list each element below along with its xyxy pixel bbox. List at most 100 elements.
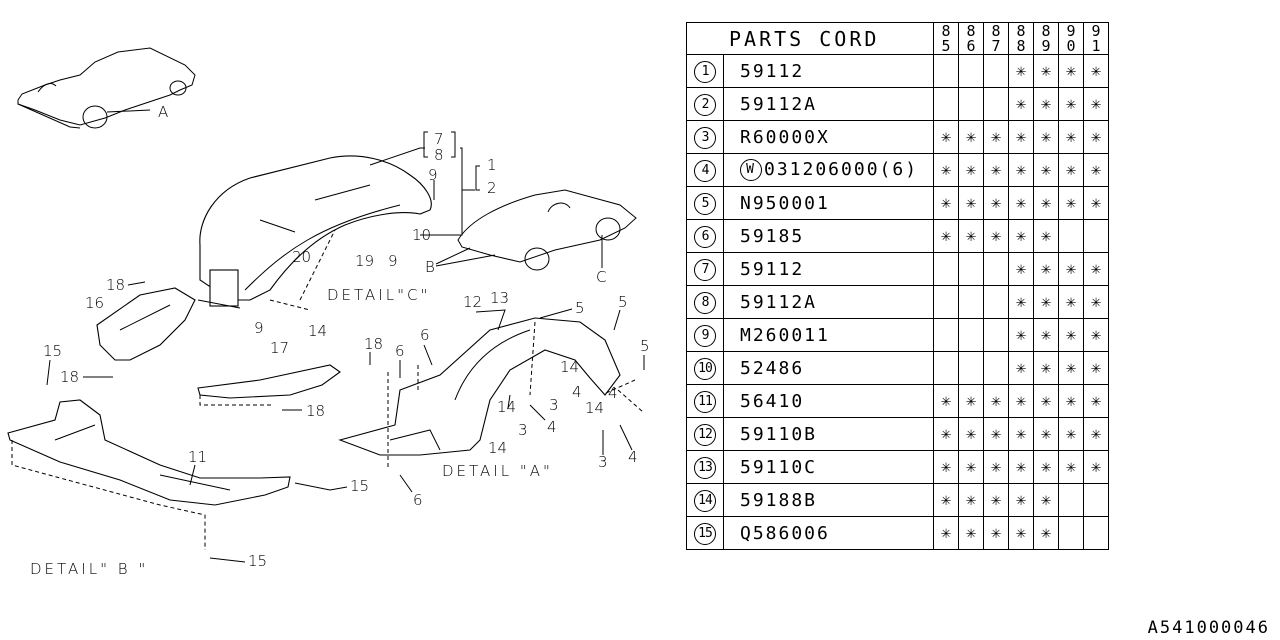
ref-number-cell: 2 [686,87,724,121]
asterisk-mark: ✳ [1065,325,1077,345]
asterisk-mark: ✳ [965,457,977,477]
callout-18-d: 18 [364,335,383,353]
part-code: 59188B [740,489,818,511]
ref-number-badge: 11 [694,390,716,413]
callout-13: 13 [490,289,509,307]
callout-5-c: 5 [640,337,650,355]
applicability-cell: ✳ [1058,153,1084,187]
asterisk-mark: ✳ [965,490,977,510]
applicability-cell [1083,219,1109,253]
callout-4-b: 4 [547,418,557,436]
detail-b-label: DETAIL" B " [30,560,148,578]
callout-15-c: 15 [248,552,267,570]
part-code-cell: N950001 [723,186,934,220]
asterisk-mark: ✳ [1040,424,1052,444]
asterisk-mark: ✳ [1015,259,1027,279]
callout-9-top: 9 [428,166,438,184]
callout-5-a: 5 [575,299,585,317]
ref-number-cell: 11 [686,384,724,418]
applicability-cell: ✳ [958,450,984,484]
ref-number-cell: 10 [686,351,724,385]
asterisk-mark: ✳ [1090,424,1102,444]
part-code-cell: R60000X [723,120,934,154]
applicability-cell: ✳ [983,120,1009,154]
ref-number-cell: 4 [686,153,724,187]
asterisk-mark: ✳ [1040,325,1052,345]
ref-number-cell: 1 [686,54,724,88]
callout-15-a: 15 [43,342,62,360]
ref-number-badge: 12 [694,423,716,446]
part-16-cover [96,287,196,361]
applicability-cell: ✳ [1058,351,1084,385]
applicability-cell: ✳ [983,417,1009,451]
applicability-cell [958,252,984,286]
applicability-cell [983,318,1009,352]
part-code: 52486 [740,357,805,379]
asterisk-mark: ✳ [1015,424,1027,444]
asterisk-mark: ✳ [1015,457,1027,477]
ref-number-cell: 5 [686,186,724,220]
applicability-cell: ✳ [1033,219,1059,253]
part-code: 59112 [740,60,805,82]
prefix-badge: W [740,159,762,181]
asterisk-mark: ✳ [1040,391,1052,411]
applicability-cell [983,285,1009,319]
applicability-cell: ✳ [983,384,1009,418]
applicability-cell: ✳ [933,417,959,451]
applicability-cell [1058,483,1084,517]
applicability-cell: ✳ [958,417,984,451]
asterisk-mark: ✳ [940,424,952,444]
asterisk-mark: ✳ [1090,457,1102,477]
applicability-cell: ✳ [1008,516,1034,550]
callout-20: 20 [292,248,311,266]
callout-18-c: 18 [306,402,325,420]
applicability-cell: ✳ [1058,54,1084,88]
asterisk-mark: ✳ [1015,226,1027,246]
asterisk-mark: ✳ [1090,127,1102,147]
applicability-cell: ✳ [1033,54,1059,88]
asterisk-mark: ✳ [1090,325,1102,345]
asterisk-mark: ✳ [1015,94,1027,114]
asterisk-mark: ✳ [1015,127,1027,147]
ref-number-badge: 2 [694,93,716,116]
applicability-cell: ✳ [1058,318,1084,352]
part-code: 59110C [740,456,818,478]
applicability-cell: ✳ [1083,120,1109,154]
callout-17: 17 [270,339,289,357]
part-code-cell: 59110B [723,417,934,451]
applicability-cell: ✳ [933,516,959,550]
part-code: Q586006 [740,522,830,544]
asterisk-mark: ✳ [1065,391,1077,411]
callout-18-b: 18 [60,368,79,386]
asterisk-mark: ✳ [1065,358,1077,378]
part-17-cover [197,364,341,406]
ref-number-cell: 9 [686,318,724,352]
applicability-cell: ✳ [958,186,984,220]
asterisk-mark: ✳ [1015,325,1027,345]
asterisk-mark: ✳ [940,523,952,543]
applicability-cell: ✳ [1033,285,1059,319]
asterisk-mark: ✳ [940,160,952,180]
part-code-cell: 59110C [723,450,934,484]
applicability-cell [983,87,1009,121]
ref-number-cell: 14 [686,483,724,517]
applicability-cell: ✳ [933,153,959,187]
callout-7: 7 [434,130,444,148]
detail-a-label: DETAIL "A" [442,462,553,480]
applicability-cell: ✳ [1008,87,1034,121]
applicability-cell: ✳ [1083,384,1109,418]
applicability-cell: ✳ [983,219,1009,253]
asterisk-mark: ✳ [1090,94,1102,114]
callout-19: 19 [355,252,374,270]
asterisk-mark: ✳ [1065,457,1077,477]
part-code-cell: 59185 [723,219,934,253]
